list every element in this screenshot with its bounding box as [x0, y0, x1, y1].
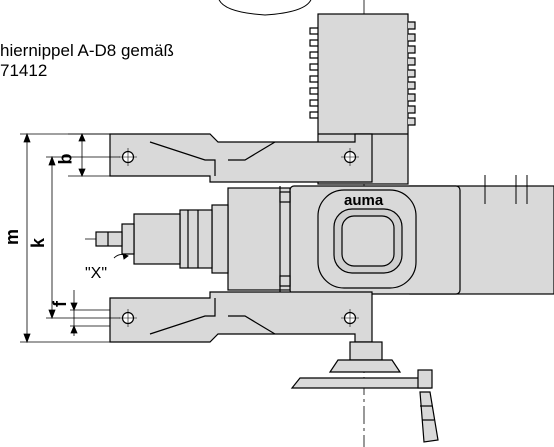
view-x-marker	[113, 253, 129, 260]
note-line-2: 71412	[0, 61, 48, 80]
view-x-label: "X"	[85, 265, 108, 282]
dimension-label-k: k	[28, 237, 49, 249]
upper-bolt-right	[341, 148, 359, 166]
coupling-body	[95, 186, 291, 294]
dimension-label-b: b	[55, 153, 76, 165]
handwheel	[290, 341, 439, 443]
dimension-lines	[20, 132, 120, 344]
top-arc	[218, 0, 312, 16]
lower-bolt-left	[119, 309, 137, 327]
upper-bolt-left	[119, 148, 137, 166]
upper-bracket	[109, 133, 373, 183]
note-line-1: hiernippel A-D8 gemäß	[0, 41, 174, 60]
lower-bracket	[109, 291, 373, 343]
brand-logo-text: auma	[344, 192, 384, 209]
dimension-label-m: m	[2, 228, 23, 246]
lower-bolt-right	[341, 309, 359, 327]
dimension-label-f: f	[50, 301, 70, 307]
control-unit	[317, 189, 417, 289]
